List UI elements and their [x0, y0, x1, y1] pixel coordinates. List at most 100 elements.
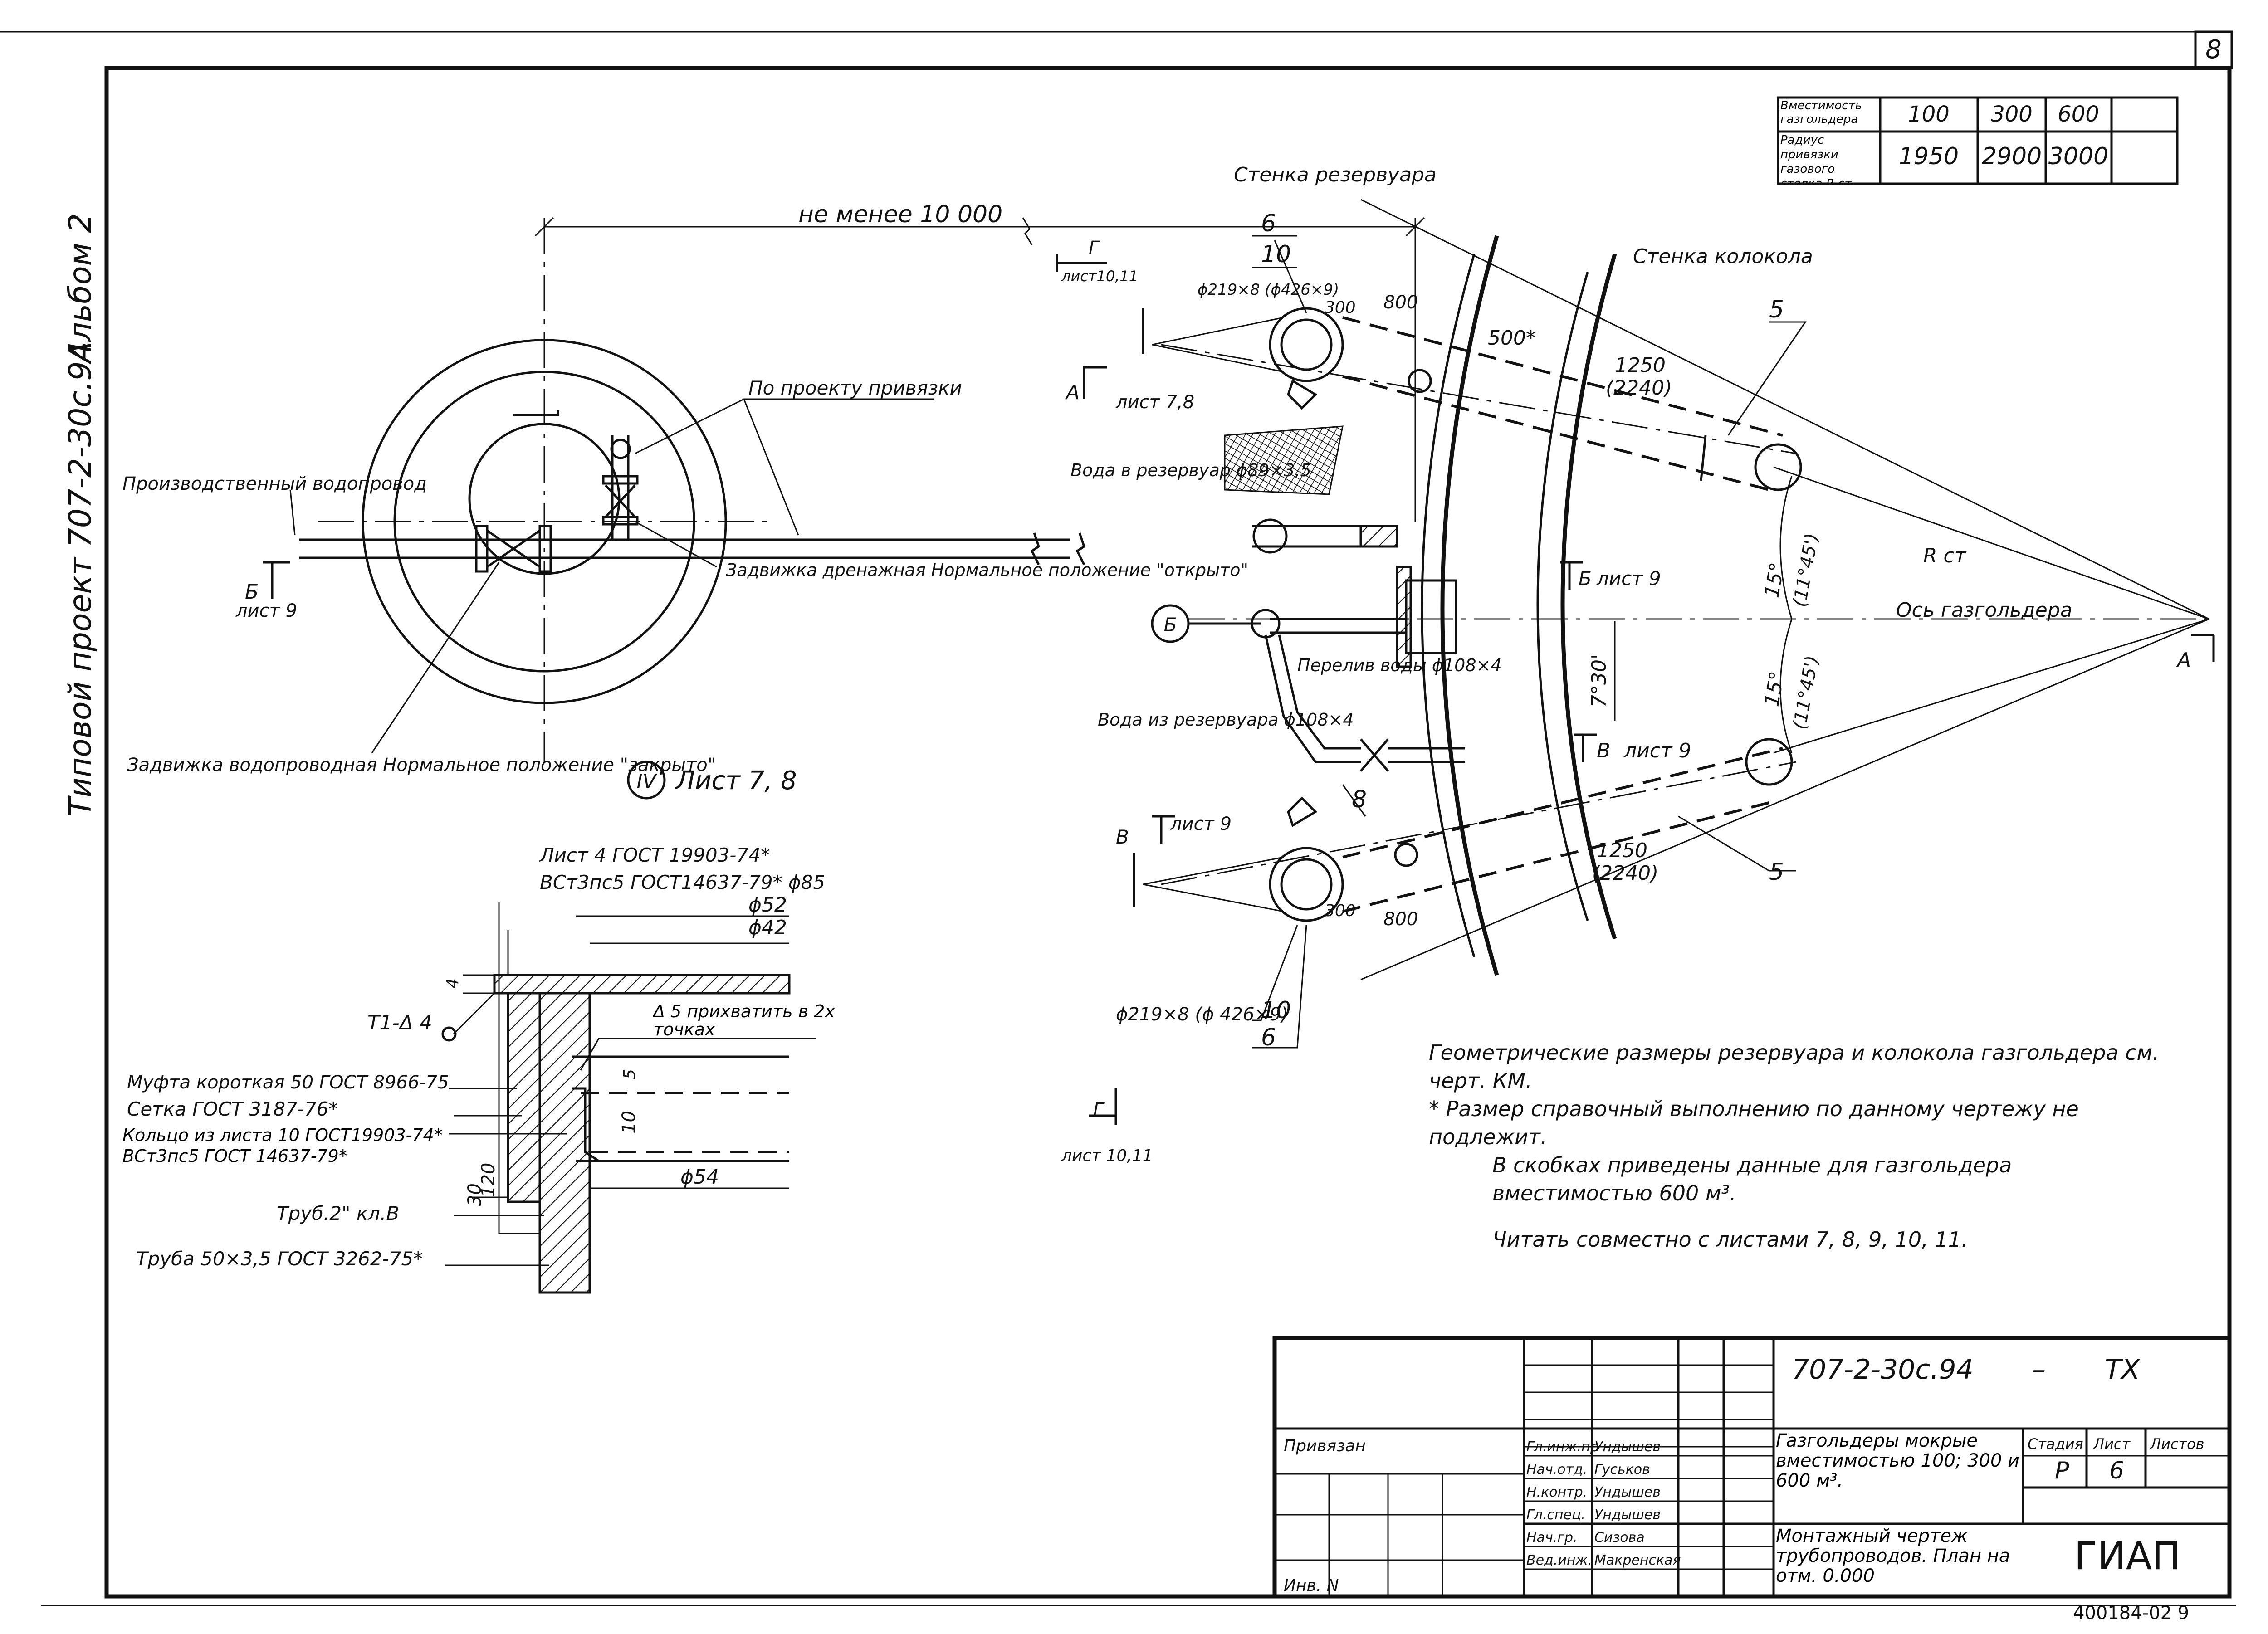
pos-6-top: 6	[1261, 210, 1276, 237]
water-to-tank-label: Вода в резервуар ϕ89×3,5	[1070, 460, 1311, 480]
section-A-top: А	[1065, 381, 1080, 404]
tb-roles: Гл.инж.пр Нач.отд. Н.контр. Гл.спец. Нач…	[1526, 1439, 1681, 1568]
section-V-right-ref: лист 9	[1623, 739, 1691, 762]
section-A-top-ref: лист 7,8	[1115, 392, 1194, 413]
tb-sheet: 6	[2109, 1457, 2124, 1484]
section-G-top-ref: лист10,11	[1061, 268, 1138, 285]
tb-role-5: Нач.гр.	[1526, 1530, 1578, 1546]
radius-2900: 2900	[1982, 143, 2042, 170]
tb-inv: Инв. N	[1284, 1576, 1339, 1595]
dim-1250-bot: 1250	[1597, 839, 1647, 862]
tb-role-1: Гл.инж.пр	[1526, 1439, 1599, 1455]
node-IV-label: IV	[636, 770, 657, 793]
gasholder-axis-label: Ось газгольдера	[1896, 599, 2072, 622]
detail-phi42: ϕ42	[748, 916, 787, 939]
section-G-bottom-ref: лист 10,11	[1061, 1146, 1153, 1165]
tb-role-6: Вед.инж.	[1526, 1552, 1592, 1568]
tb-title-2: Монтажный чертеж трубопроводов. План на …	[1776, 1526, 2010, 1586]
pos-5-bot: 5	[1769, 858, 1784, 886]
dim-500: 500*	[1488, 327, 1536, 350]
detail-dim5: 5	[621, 1069, 639, 1079]
title-block	[1272, 1336, 2232, 1599]
detail-section	[441, 902, 816, 1294]
detail-t1: Т1-Δ 4	[367, 1011, 432, 1034]
pos-8: 8	[1352, 786, 1367, 813]
dim-1250-top: 1250	[1615, 354, 1666, 377]
tb-org: ГИАП	[2074, 1534, 2181, 1578]
section-B-left-ref: лист 9	[235, 600, 297, 621]
sheet-frame	[0, 30, 2236, 1606]
pos-5-top: 5	[1769, 296, 1784, 323]
production-water-label: Производственный водопровод	[122, 473, 427, 494]
section-V-left: В	[1116, 826, 1129, 848]
pos-10-top: 10	[1261, 241, 1291, 268]
drain-valve-label: Задвижка дренажная Нормальное положение …	[726, 560, 1248, 580]
tb-role-4: Гл.спец.	[1526, 1507, 1585, 1523]
tb-name-1: Ундышев	[1594, 1439, 1661, 1455]
detail-mesh: Сетка ГОСТ 3187-76*	[127, 1098, 338, 1120]
well-plan	[263, 217, 1425, 762]
section-G-bottom: Г	[1093, 1099, 1105, 1120]
pos-10-bot: 10	[1261, 997, 1291, 1024]
dim-800-bot: 800	[1383, 909, 1418, 930]
tb-designation: 707-2-30с.94	[1792, 1354, 1974, 1385]
section-G-top: Г	[1089, 238, 1100, 259]
pipe-bottom-label: ϕ219×8 (ϕ 426×9)	[1116, 1004, 1288, 1025]
capacity-600: 600	[2058, 102, 2099, 127]
detail-phi54: ϕ54	[680, 1166, 719, 1189]
angle-1145-top: (11°45')	[1789, 532, 1823, 609]
tb-name-3: Ундышев	[1594, 1484, 1661, 1500]
pos-6-bot: 6	[1261, 1024, 1276, 1051]
section-B-mid: Б	[1579, 567, 1592, 590]
capacity-row-label: Вместимость газгольдера	[1780, 99, 1862, 126]
note-2: * Размер справочный выполнению по данном…	[1429, 1097, 2079, 1149]
sheet-ref-IV: Лист 7, 8	[675, 766, 797, 795]
sheet-corner-number: 8	[2205, 35, 2222, 64]
detail-ring: Кольцо из листа 10 ГОСТ19903-74* ВСт3пс5…	[122, 1125, 443, 1166]
node-IV-circle	[627, 761, 666, 800]
water-from-tank-label: Вода из резервуара ϕ108×4	[1098, 710, 1354, 730]
min-distance-label: не менее 10 000	[798, 201, 1002, 228]
radius-row-label: Радиус привязки газового стояка R ст.	[1780, 133, 1855, 183]
detail-dim30: 30	[464, 1183, 485, 1206]
detail-dim120: 120	[478, 1163, 499, 1197]
note-4: Читать совместно с листами 7, 8, 9, 10, …	[1492, 1227, 1968, 1252]
radius-3000: 3000	[2048, 143, 2108, 170]
detail-phi52: ϕ52	[748, 893, 787, 917]
section-A-right: А	[2176, 649, 2191, 672]
project-side-label: Типовой проект 707-2-30с.94	[63, 341, 98, 816]
dim-800-top: 800	[1383, 292, 1418, 313]
detail-pipe50: Труба 50×3,5 ГОСТ 3262-75*	[136, 1248, 423, 1270]
dim-2240-bot: (2240)	[1592, 862, 1658, 885]
angle-1145-bot: (11°45')	[1789, 654, 1823, 731]
tb-name-5: Сизова	[1594, 1530, 1645, 1546]
capacity-100: 100	[1908, 102, 1950, 127]
per-project-label: По проекту привязки	[748, 377, 962, 399]
tb-bound: Привязан	[1284, 1437, 1366, 1455]
detail-coupling: Муфта короткая 50 ГОСТ 8966-75	[127, 1072, 449, 1093]
dim-300-top: 300	[1325, 298, 1356, 317]
gasholder-plan	[1056, 199, 2215, 1125]
section-V-right: В	[1597, 739, 1610, 762]
dim-300-bot: 300	[1325, 902, 1356, 920]
detail-pipe2: Труб.2" кл.В	[277, 1202, 399, 1224]
section-B-mid-ref: лист 9	[1596, 567, 1661, 590]
angle-15-bot: 15°	[1760, 669, 1789, 708]
tb-sheet-header: Лист	[2093, 1435, 2131, 1453]
tank-wall-label: Стенка резервуара	[1234, 163, 1437, 186]
capacity-300: 300	[1991, 102, 2033, 127]
overflow-label: Перелив воды ϕ108×4	[1297, 655, 1502, 675]
tb-name-6: Макренская	[1594, 1552, 1681, 1568]
tb-name-2: Гуськов	[1594, 1462, 1650, 1478]
tb-stage: Р	[2055, 1457, 2069, 1484]
detail-dim4: 4	[444, 978, 462, 989]
tb-role-3: Н.контр.	[1526, 1484, 1587, 1500]
note-1: Геометрические размеры резервуара и коло…	[1429, 1040, 2159, 1093]
album-side-label: Альбом 2	[63, 213, 98, 365]
tb-title-1: Газгольдеры мокрые вместимостью 100; 300…	[1776, 1431, 2020, 1491]
water-valve-label: Задвижка водопроводная Нормальное положе…	[127, 755, 716, 776]
tb-code: ТХ	[2105, 1354, 2141, 1385]
tb-stage-header: Стадия	[2028, 1435, 2083, 1453]
tb-dash: –	[2032, 1354, 2046, 1385]
